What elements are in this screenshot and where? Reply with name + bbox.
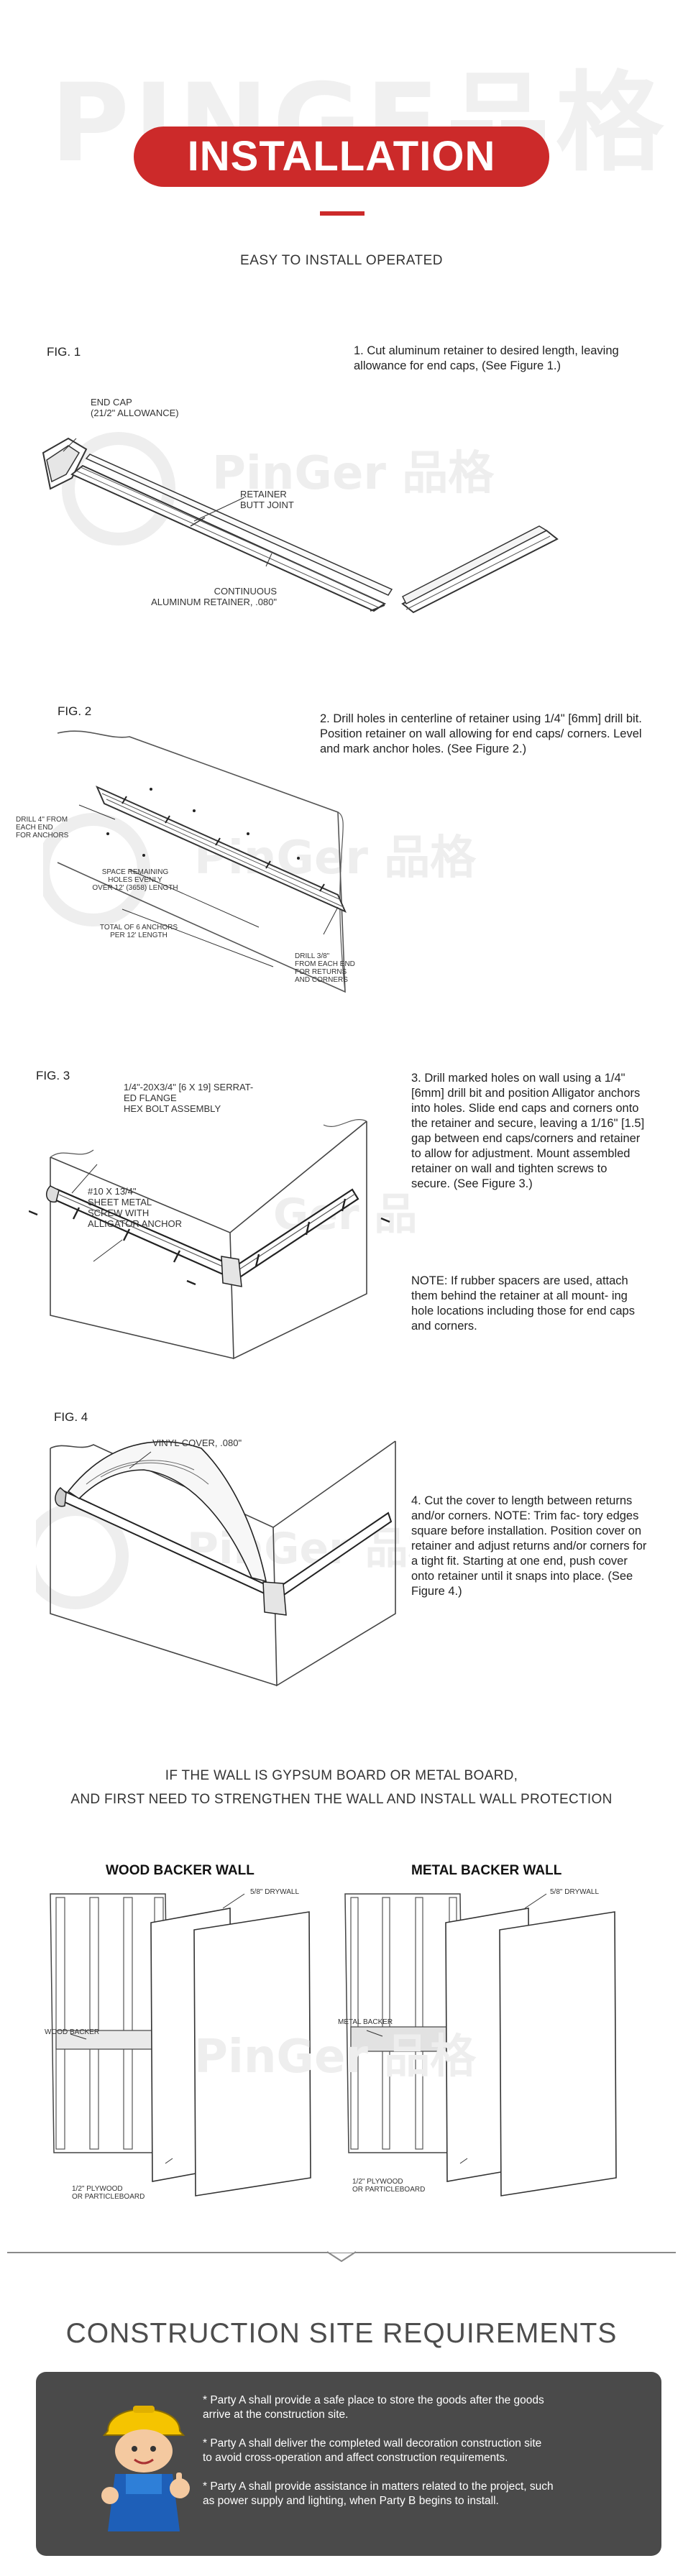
callout-text: #10 x 13/4"	[88, 1186, 137, 1197]
callout-text: OR PARTICLEBOARD	[352, 2186, 426, 2194]
callout-text: BUTT JOINT	[240, 500, 294, 510]
callout-text: (21/2" ALLOWANCE)	[91, 408, 179, 418]
fig2-label: FIG. 2	[58, 704, 92, 718]
callout-text: FOR RETURNS	[295, 968, 347, 976]
logo-watermark-walls: PinGer 品格	[194, 2030, 477, 2084]
callout-text: ED FLANGE	[124, 1092, 177, 1103]
fig1-label: FIG. 1	[47, 345, 81, 359]
callout-text: SPACE REMAINING	[101, 868, 169, 876]
construction-title: CONSTRUCTION SITE REQUIREMENTS	[65, 2318, 618, 2349]
requirement-line: as power supply and lighting, when Party…	[203, 2495, 499, 2507]
wood-backer-label: WOOD BACKER	[45, 2028, 100, 2036]
fig3-note: NOTE: If rubber spacers are used, attach…	[411, 1274, 635, 1333]
title-underline	[320, 211, 365, 216]
divider-chevron-icon	[327, 2248, 356, 2263]
metal-backer-illustration	[344, 1893, 617, 2196]
fig3-callout-screw: #10 x 13/4" SHEET METAL SCREW WITH ALLIG…	[88, 1186, 232, 1229]
fig4-illustration: PinGer 品格	[36, 1440, 410, 1687]
callout-text: PER 12' LENGTH	[110, 932, 168, 939]
fig1-callout-butt-joint: RETAINER BUTT JOINT	[240, 489, 341, 510]
metal-backer-title: METAL BACKER WALL	[411, 1863, 562, 1878]
callout-text: TOTAL OF 6 ANCHORS	[99, 924, 178, 932]
callout-text: SHEET METAL	[88, 1197, 152, 1208]
wood-backer-illustration	[50, 1893, 311, 2196]
wood-plywood-label: 1/2" PLYWOOD OR PARTICLEBOARD	[72, 2185, 145, 2201]
callout-text: END CAP	[91, 397, 132, 408]
requirement-line: * Party A shall deliver the completed wa…	[203, 2437, 542, 2450]
metal-backer-label: METAL BACKER	[338, 2018, 393, 2026]
fig2-callout-drill-ends: DRILL 4" FROM EACH END FOR ANCHORS	[16, 816, 102, 840]
callout-text: HOLES EVENLY	[108, 876, 162, 884]
fig3-label: FIG. 3	[36, 1069, 70, 1082]
wall-note-line2: AND FIRST NEED TO STRENGTHEN THE WALL AN…	[70, 1792, 613, 1807]
fig4-label: FIG. 4	[54, 1410, 88, 1424]
callout-text: 1/2" PLYWOOD	[72, 2185, 123, 2193]
callout-text: RETAINER	[240, 489, 287, 500]
fig2-callout-total-anchors: TOTAL OF 6 ANCHORS PER 12' LENGTH	[85, 924, 193, 939]
callout-text: DRILL 4" FROM	[16, 816, 68, 824]
fig1-logo-watermark: PinGer 品格	[212, 447, 495, 500]
callout-text: FOR ANCHORS	[16, 832, 69, 840]
wood-backer-title: WOOD BACKER WALL	[106, 1863, 255, 1878]
callout-text: OVER 12' (3658) LENGTH	[92, 884, 178, 892]
construction-list: * Party A shall provide a safe place to …	[203, 2393, 656, 2508]
callout-text: FROM EACH END	[295, 960, 355, 968]
callout-text: HEX BOLT ASSEMBLY	[124, 1103, 221, 1114]
fig4-callout-vinyl: VINYL COVER, .080"	[152, 1438, 242, 1448]
fig2-illustration: PinGer 品格	[43, 730, 477, 993]
page-title: INSTALLATION	[134, 126, 549, 187]
fig2-callout-space-remaining: SPACE REMAINING HOLES EVENLY OVER 12' (3…	[85, 868, 185, 892]
requirement-line: * Party A shall provide assistance in ma…	[203, 2480, 554, 2493]
callout-text: EACH END	[16, 824, 53, 832]
fig1-callout-end-cap: END CAP (21/2" ALLOWANCE)	[91, 397, 234, 418]
callout-text: OR PARTICLEBOARD	[72, 2193, 145, 2201]
fig2-step: 2. Drill holes in centerline of retainer…	[320, 712, 642, 755]
fig3-callout-hex-bolt: 1/4"-20X3/4" [6 x 19] SERRAT- ED FLANGE …	[124, 1082, 311, 1114]
wall-note-line1: IF THE WALL IS GYPSUM BOARD OR METAL BOA…	[165, 1768, 518, 1783]
requirement-line: * Party A shall provide a safe place to …	[203, 2394, 544, 2406]
metal-drywall-label: 5/8" DRYWALL	[550, 1888, 600, 1896]
callout-text: ALLIGATOR ANCHOR	[88, 1218, 182, 1229]
fig3-illustration: Ger 品格	[29, 1119, 417, 1360]
fig4-step: 4. Cut the cover to length between retur…	[411, 1494, 647, 1598]
worker-mascot-icon	[101, 2406, 190, 2531]
wood-drywall-label: 5/8" DRYWALL	[250, 1888, 300, 1896]
requirement-line: arrive at the construction site.	[203, 2409, 349, 2421]
metal-plywood-label: 1/2" PLYWOOD OR PARTICLEBOARD	[352, 2178, 425, 2194]
callout-text: DRILL 3/8"	[295, 952, 330, 960]
fig3-step: 3. Drill marked holes on wall using a 1/…	[411, 1072, 645, 1190]
fig1-step: 1. Cut aluminum retainer to desired leng…	[354, 344, 619, 372]
callout-text: 1/4"-20X3/4" [6 x 19] SERRAT-	[124, 1082, 254, 1092]
callout-text: 1/2" PLYWOOD	[352, 2178, 403, 2186]
page-subtitle: EASY TO INSTALL OPERATED	[240, 253, 443, 268]
callout-text: CONTINUOUS	[214, 586, 277, 597]
callout-text: AND CORNERS	[295, 976, 348, 984]
requirement-line: to avoid cross-operation and affect cons…	[203, 2452, 508, 2464]
fig2-callout-drill-returns: DRILL 3/8" FROM EACH END FOR RETURNS AND…	[295, 952, 381, 984]
fig1-illustration: PinGer 品格	[42, 432, 559, 614]
callout-text: ALUMINUM RETAINER, .080"	[151, 597, 277, 607]
callout-text: SCREW WITH	[88, 1208, 150, 1218]
fig1-callout-retainer: CONTINUOUS ALUMINUM RETAINER, .080"	[115, 586, 277, 607]
